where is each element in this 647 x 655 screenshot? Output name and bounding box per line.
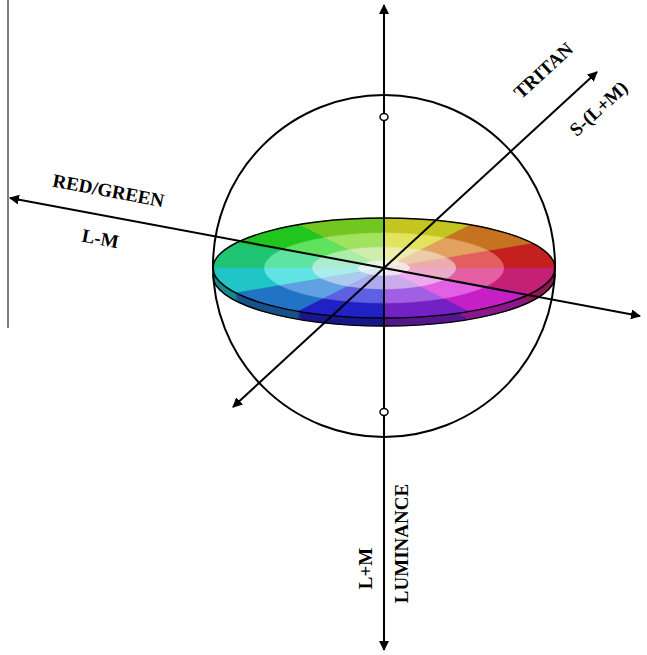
luminance-axis (383, 266, 385, 650)
margin-rule (8, 0, 9, 328)
tritan-axis (384, 72, 597, 268)
axis-formula: L-M (80, 225, 120, 250)
axis-pole (380, 409, 388, 416)
colour-sector (384, 247, 420, 262)
red-green-axis (10, 198, 384, 268)
axis-formula: S-(L+M) (565, 77, 630, 139)
colour-sector (348, 274, 384, 289)
tritan-axis (233, 268, 384, 407)
axis-pole (380, 114, 388, 121)
axis-label: RED/GREEN (51, 170, 166, 209)
axis-label: LUMINANCE (393, 483, 412, 602)
axis-formula: L+M (357, 547, 376, 588)
axis-label: TRITAN (510, 38, 576, 101)
red-green-axis (384, 268, 640, 316)
luminance-axis (383, 5, 385, 266)
